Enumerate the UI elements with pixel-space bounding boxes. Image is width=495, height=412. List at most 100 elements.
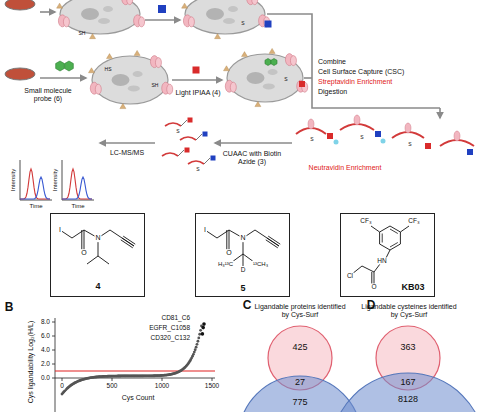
tag-square [203,132,208,137]
step-label: Light IPIAA (4) [175,89,220,97]
light-probe-square [265,21,272,28]
y-tick [52,322,55,323]
compound-number: 4 [95,282,100,292]
y-tick [52,364,55,365]
peptide [188,158,210,164]
thiol-label: HS [105,67,112,73]
tick-label: 0.0 [41,374,50,381]
x-tick [162,378,163,381]
membrane-fragment [440,131,474,146]
structure-box: 5 [195,213,290,297]
x-tick [62,378,63,381]
chem-bond [255,230,267,238]
chem-bond [87,256,98,264]
tag-square [425,143,431,149]
atom-label: O [80,249,87,257]
chem-bond [123,236,135,244]
cell [182,0,270,39]
thiol-label: S [360,135,363,141]
x-tick [112,378,113,381]
thiol-label: S [310,137,313,143]
tick-label: 8.0 [41,318,50,325]
axis-label: Time [71,203,84,210]
flow-arrow [40,77,86,79]
flow-arrow [145,19,180,21]
thiol-label: S [196,167,199,173]
venn-outline [239,376,361,412]
atom-label: HN [376,257,387,264]
cell [223,48,307,106]
step-label: Digestion [318,88,347,96]
atom-label: I [203,226,207,234]
threshold-line [55,370,215,371]
x-axis [55,378,215,379]
chem-bond [374,264,380,272]
chem-bond [382,234,383,243]
compound-number: KB03 [401,283,424,293]
y-tick [52,350,55,351]
cys-point [194,348,197,351]
biotin-dot [334,140,339,145]
combine-line [267,14,440,108]
venn-count: 167 [400,378,415,388]
tick-label: 1000 [154,382,170,389]
cys-point [199,329,202,332]
heavy-probe-square [299,81,305,87]
peptide [165,120,187,126]
step-label: Small molecule probe (6) [17,87,79,102]
chromatogram [62,160,94,200]
chem-bond [374,272,375,284]
cys-point [196,343,199,346]
point-label: CD320_C132 [151,334,190,341]
cys-point [197,340,200,343]
tick-label: Cys Count [121,394,156,402]
venn-count: 425 [292,343,307,353]
structure-box: 4 [50,213,145,297]
tag-square [185,148,190,153]
light-probe-square [158,5,166,13]
venn-title: Ligandable cysteines identified by Cys-S… [359,303,459,318]
tick-label: 0 [59,382,65,389]
venn-title: Ligandable proteins identified by Cys-Su… [250,303,350,318]
tick-label: 1500 [204,382,220,389]
chem-bond [243,254,244,266]
atom-label: ¹³CH₃ [252,261,269,268]
venn-count: 27 [295,378,305,388]
panel-letter: B [5,301,14,314]
peptide [162,150,184,156]
step-label: CUAAC with Biotin Azide (3) [216,150,288,165]
step-label: LC-MS/MS [110,149,144,157]
biotin-dot [381,139,386,144]
chem-bond [371,272,372,284]
atom-label: I [58,226,62,234]
membrane-fragment [392,123,424,138]
step-label: Cell Surface Capture (CSC) [318,68,404,76]
point-label: CD81_C6 [161,314,190,321]
axis-label: Intensity [52,169,59,191]
heavy-probe-square [193,67,200,74]
scatter-points [61,325,203,396]
tag-square [188,118,193,123]
culture-dish [5,68,35,80]
venn-outline [331,373,485,412]
membrane-fragment [340,115,374,130]
flow-arrow [40,11,55,13]
chem-bond [268,236,280,244]
x-tick [212,378,213,381]
membrane-fragment [296,119,326,134]
atom-label: D [240,266,247,273]
flow-arrow [439,108,441,118]
thiol-label: S [408,142,411,148]
tick-label: 500 [106,382,119,389]
chem-bond [371,226,380,232]
chem-bond [362,266,374,272]
tag-square [375,131,381,137]
cys-point [195,346,198,349]
chem-bond [390,243,398,248]
step-label: Neutravidin Enrichment [309,164,382,172]
probe-molecule [271,59,277,66]
venn-count: 8128 [398,395,418,405]
thiol-label: SH [79,31,86,37]
peptide [180,134,202,140]
chem-bond [400,226,409,232]
